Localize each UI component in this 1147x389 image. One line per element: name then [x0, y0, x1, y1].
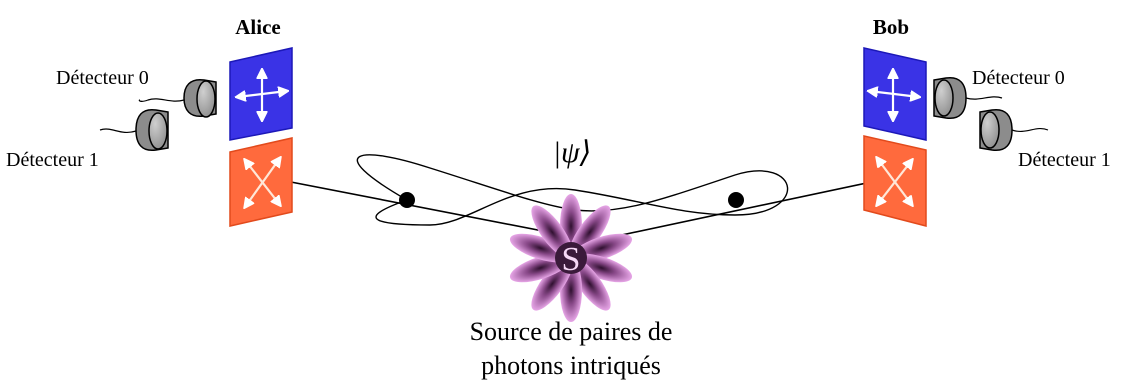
alice-detector-1-label: Détecteur 1: [6, 149, 99, 171]
alice-detector-0: [138, 78, 217, 118]
four-way-arrow-icon: [237, 70, 287, 120]
source-letter: S: [562, 241, 581, 278]
state-label: |ψ⟩: [553, 136, 592, 169]
diagonal-four-way-arrow-icon: [877, 158, 912, 205]
alice-detector-0-label: Détecteur 0: [56, 67, 149, 89]
alice-detector-1: [99, 108, 169, 152]
source-caption-line2: photons intriqués: [481, 351, 661, 380]
diagonal-four-way-arrow-icon: [245, 158, 280, 207]
flower-source-icon: S: [509, 194, 633, 322]
bob-detector-1: [979, 108, 1049, 152]
bob-rectilinear-polarizer: [863, 47, 927, 141]
source-caption-line1: Source de paires de: [470, 317, 673, 346]
alice-rectilinear-polarizer: [229, 47, 293, 141]
bob-detector-0-label: Détecteur 0: [972, 67, 1065, 89]
photon-dot-right: [728, 192, 744, 208]
photon-dot-left: [399, 192, 415, 208]
four-way-arrow-icon: [869, 70, 919, 120]
bob-diagonal-polarizer: [863, 135, 927, 227]
bob-detector-1-label: Détecteur 1: [1018, 149, 1111, 171]
entanglement-loop: [356, 154, 789, 226]
bob-detector-0: [933, 76, 1003, 120]
alice-diagonal-polarizer: [229, 137, 293, 227]
alice-name: Alice: [235, 15, 280, 39]
bob-name: Bob: [873, 15, 909, 39]
